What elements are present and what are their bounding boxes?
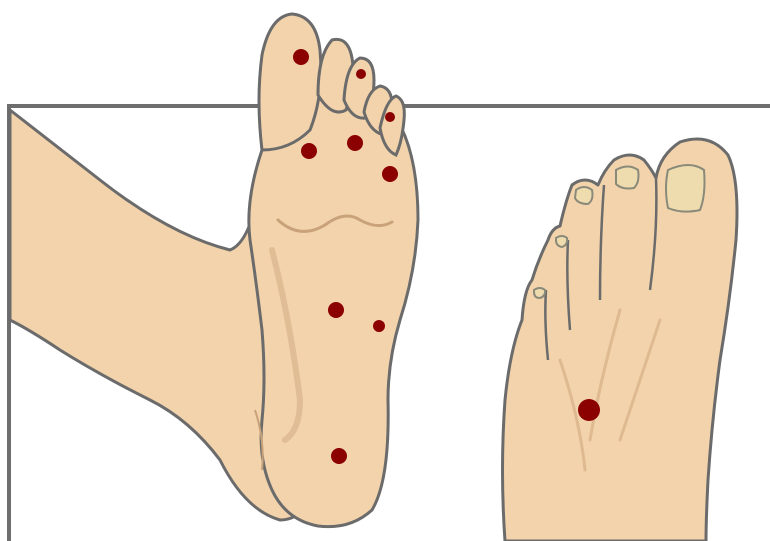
marker-outer-arch <box>373 320 385 332</box>
top-foot <box>503 139 738 541</box>
marker-big-toe <box>293 49 309 65</box>
marker-ball-inner <box>301 143 317 159</box>
second-toe-nail <box>616 167 639 189</box>
marker-fourth-toe <box>385 112 395 122</box>
fourth-toe-nail <box>556 236 567 247</box>
marker-ball-center <box>347 135 363 151</box>
marker-top-foot <box>578 399 600 421</box>
marker-heel <box>331 448 347 464</box>
big-toe <box>259 14 321 150</box>
third-toe-nail <box>575 187 593 204</box>
sole-foot <box>10 14 418 527</box>
big-toe-nail <box>666 165 705 212</box>
marker-arch <box>328 302 344 318</box>
marker-third-toe <box>356 69 366 79</box>
marker-ball-outer <box>382 166 398 182</box>
fifth-toe-nail <box>534 288 545 298</box>
